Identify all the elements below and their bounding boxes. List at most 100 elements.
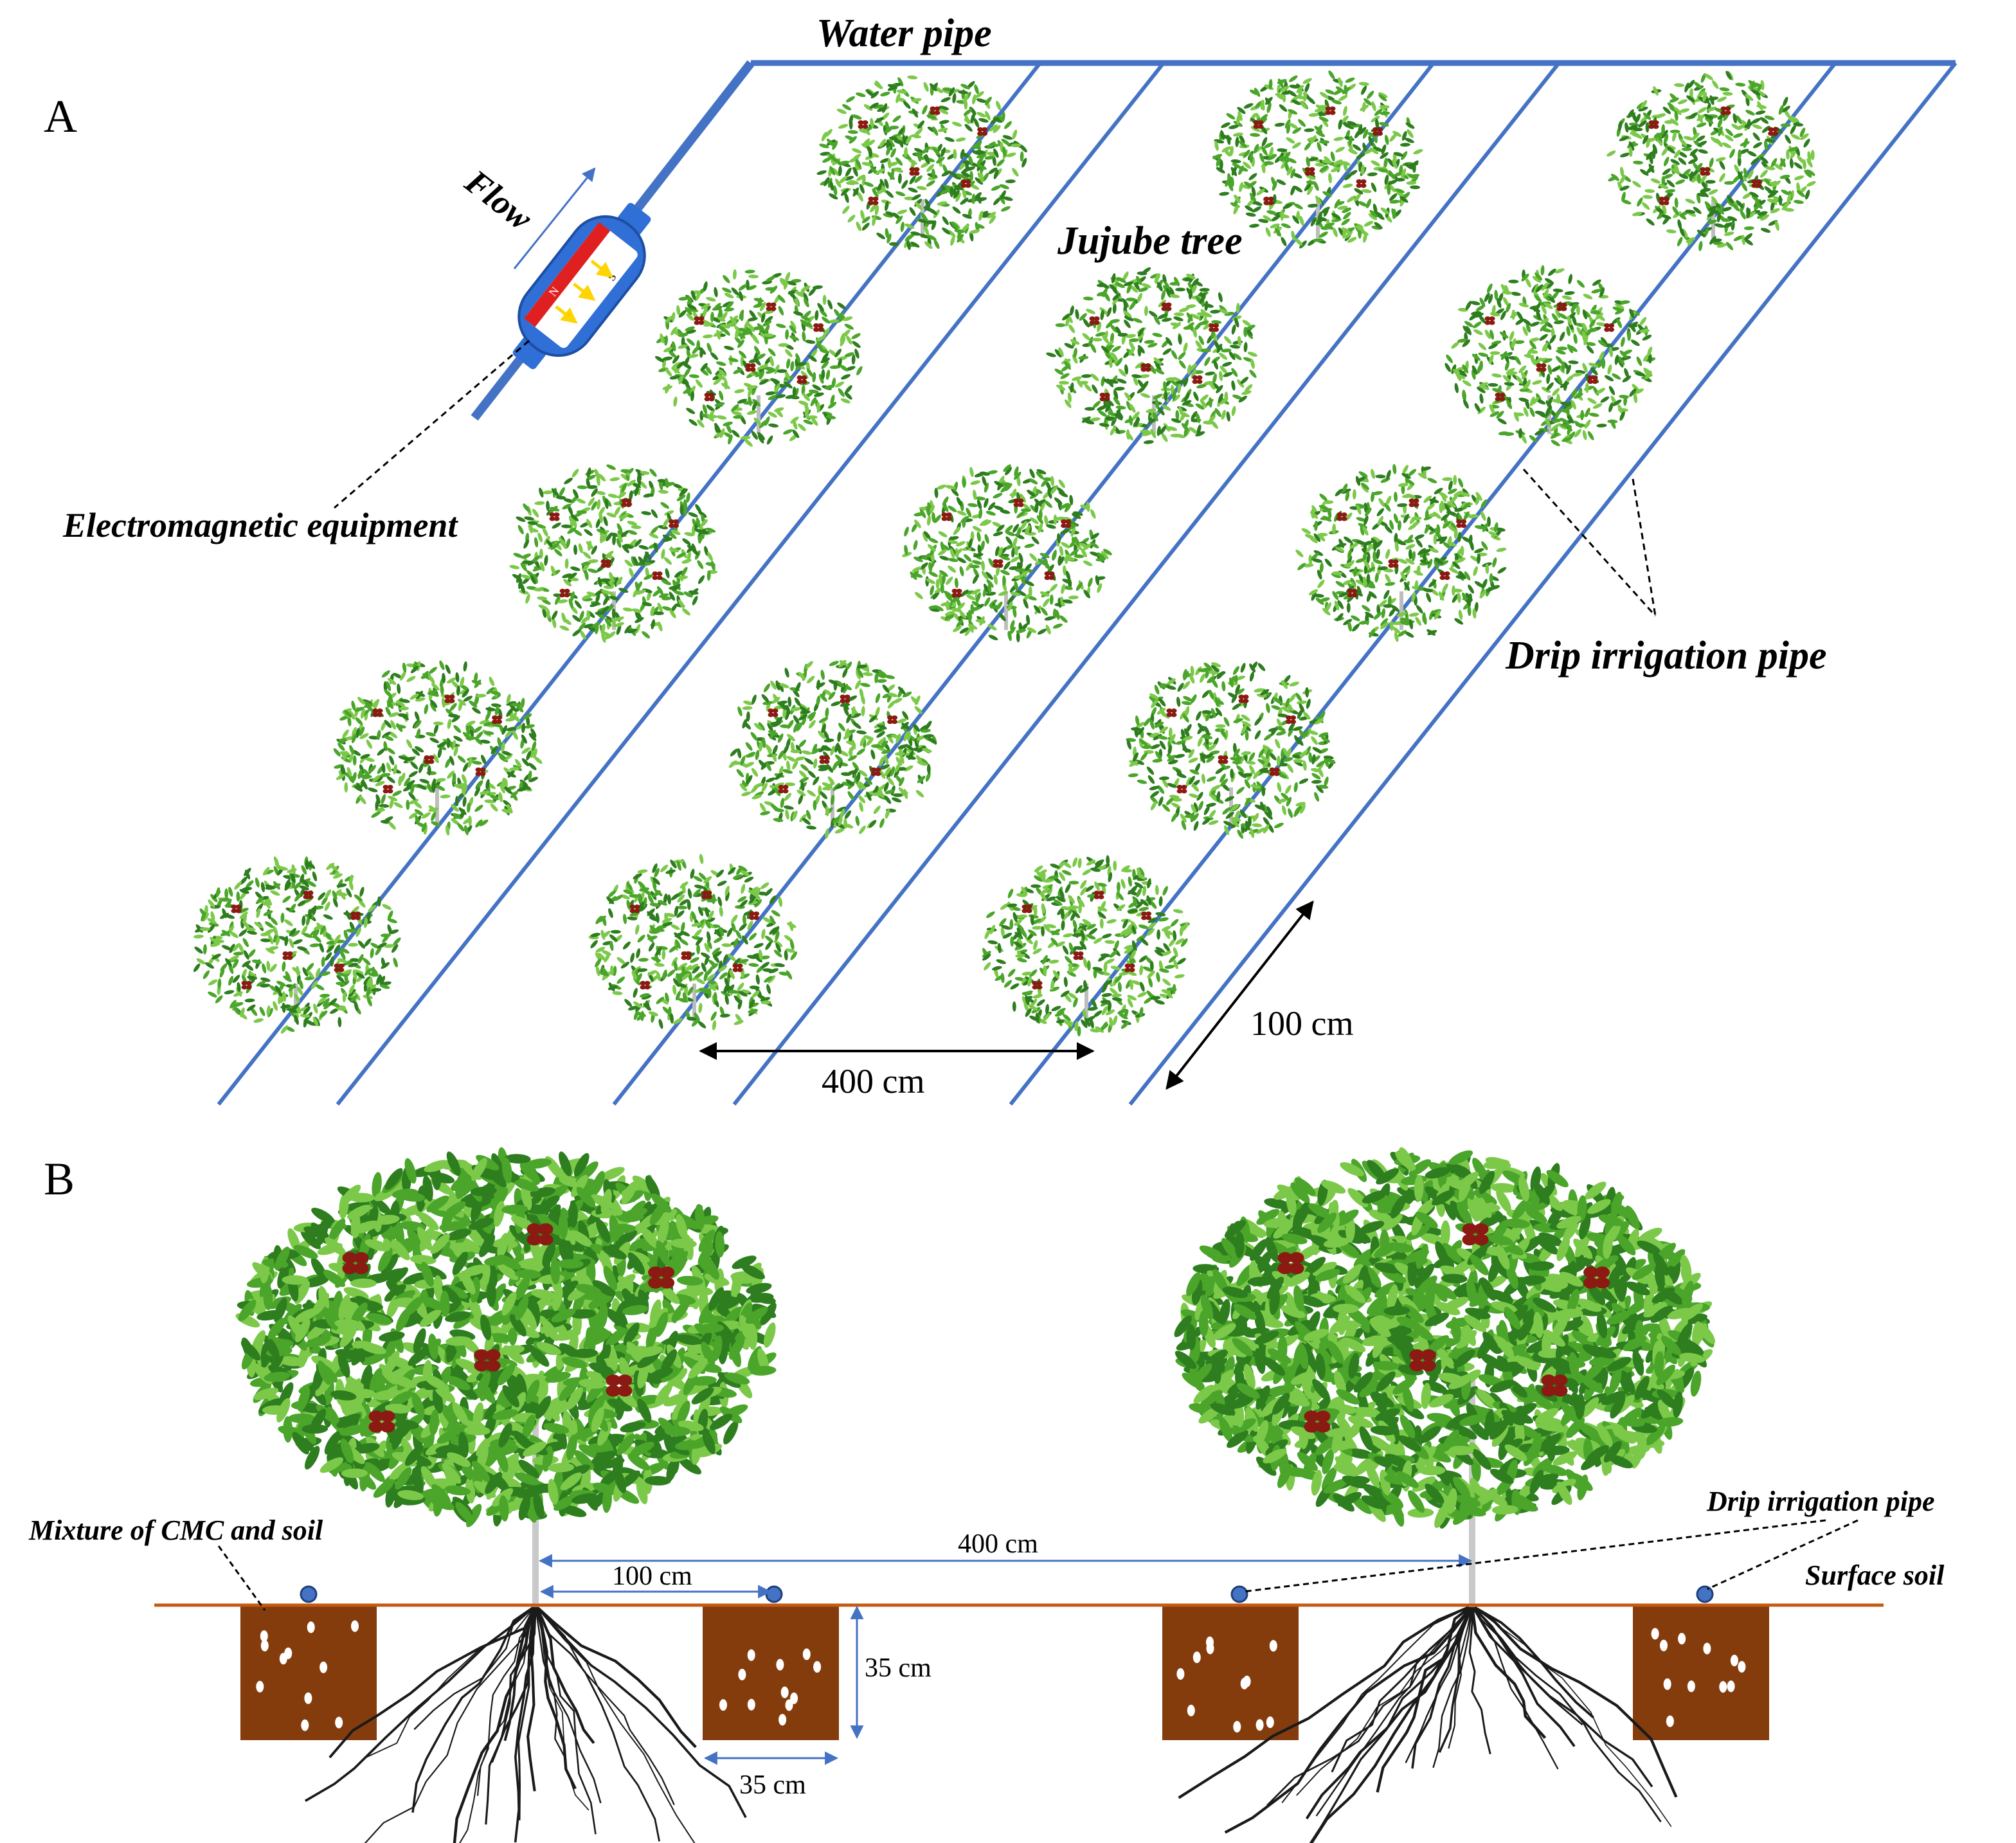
leaf	[534, 537, 539, 548]
leaf	[1384, 573, 1392, 584]
jujube-fruit	[1500, 393, 1506, 397]
jujube-fruit	[1094, 321, 1100, 325]
leaf	[716, 415, 727, 420]
leaf	[788, 697, 792, 707]
leaf	[1090, 372, 1100, 382]
jujube-fruit	[818, 323, 824, 328]
leaf	[681, 558, 692, 564]
leaf	[1381, 608, 1386, 619]
leaf	[471, 760, 482, 765]
leaf	[1794, 199, 1805, 204]
jujube-fruit	[1166, 303, 1172, 307]
jujube-fruit	[1653, 125, 1659, 129]
jujube-fruit	[935, 111, 941, 115]
jujube-fruit	[1490, 316, 1495, 321]
leaf	[1226, 411, 1231, 422]
leaf	[447, 719, 452, 730]
leaf	[1345, 76, 1356, 84]
leaf	[870, 749, 876, 760]
leaf	[925, 179, 936, 188]
leaf	[385, 762, 392, 773]
leaf	[1243, 327, 1247, 337]
leaf	[854, 816, 860, 827]
leaf	[1698, 240, 1703, 251]
leaf	[785, 329, 789, 339]
leaf	[1319, 562, 1324, 573]
leaf	[815, 310, 819, 320]
leaf	[923, 82, 930, 93]
leaf	[1414, 616, 1423, 627]
leaf	[1645, 217, 1655, 227]
leaf	[376, 747, 386, 757]
leaf	[1361, 604, 1371, 613]
leaf	[1147, 774, 1156, 784]
leaf	[685, 407, 696, 415]
leaf	[959, 566, 964, 577]
jujube-fruit	[1342, 512, 1347, 517]
jujube-fruit	[824, 755, 830, 760]
leaf	[1665, 188, 1676, 193]
leaf	[606, 463, 616, 471]
leaf	[939, 555, 950, 561]
leaf	[525, 593, 531, 604]
leaf	[413, 711, 420, 722]
leaf	[1472, 320, 1482, 329]
leaf	[1675, 179, 1686, 186]
leaf	[1473, 402, 1482, 413]
leaf	[1496, 547, 1507, 553]
leaf	[1697, 106, 1708, 114]
leaf	[741, 791, 752, 797]
leaf	[1029, 552, 1038, 562]
leaf	[1511, 309, 1515, 319]
leaf	[804, 757, 815, 766]
jujube-fruit	[914, 171, 920, 175]
jujube-tree-icon	[1126, 661, 1336, 840]
leaf	[971, 574, 980, 585]
leaf	[851, 340, 861, 349]
leaf	[1200, 288, 1210, 292]
leaf	[1372, 551, 1376, 561]
leaf	[1722, 91, 1733, 96]
leaf	[1458, 609, 1464, 620]
leaf	[1175, 288, 1185, 292]
leaf	[554, 548, 564, 557]
leaf	[1581, 429, 1587, 440]
leaf	[1230, 159, 1241, 163]
jujube-fruit	[876, 768, 881, 772]
leaf	[1011, 167, 1020, 177]
leaf	[820, 669, 825, 680]
leaf	[1250, 132, 1260, 137]
leaf	[1513, 355, 1522, 366]
leaf	[755, 750, 760, 760]
leaf	[1385, 548, 1391, 559]
leaf	[353, 755, 357, 766]
leaf	[1632, 211, 1643, 217]
leaf	[1164, 391, 1167, 401]
leaf	[689, 373, 700, 378]
leaf	[648, 532, 659, 540]
leaf	[746, 409, 757, 416]
leaf	[939, 119, 950, 125]
leaf	[1173, 316, 1184, 322]
leaf	[837, 387, 846, 398]
leaf	[1589, 412, 1599, 417]
leaf	[1275, 178, 1286, 186]
leaf	[1131, 373, 1142, 379]
jujube-fruit	[496, 715, 502, 720]
leaf	[1329, 151, 1335, 162]
drip-lateral	[338, 63, 1164, 1104]
leaf	[408, 770, 419, 778]
jujube-fruit	[377, 708, 383, 713]
leaf	[845, 95, 856, 103]
leaf	[1170, 349, 1178, 360]
jujube-fruit	[1608, 327, 1614, 332]
leaf	[1794, 174, 1805, 181]
leaf	[631, 525, 641, 530]
leaf	[663, 556, 673, 566]
leaf	[1461, 379, 1472, 387]
jujube-fruit	[1104, 397, 1110, 401]
leaf	[1128, 415, 1133, 426]
leaf	[1407, 523, 1418, 532]
leaf	[1090, 384, 1099, 395]
leaf	[1370, 159, 1381, 167]
